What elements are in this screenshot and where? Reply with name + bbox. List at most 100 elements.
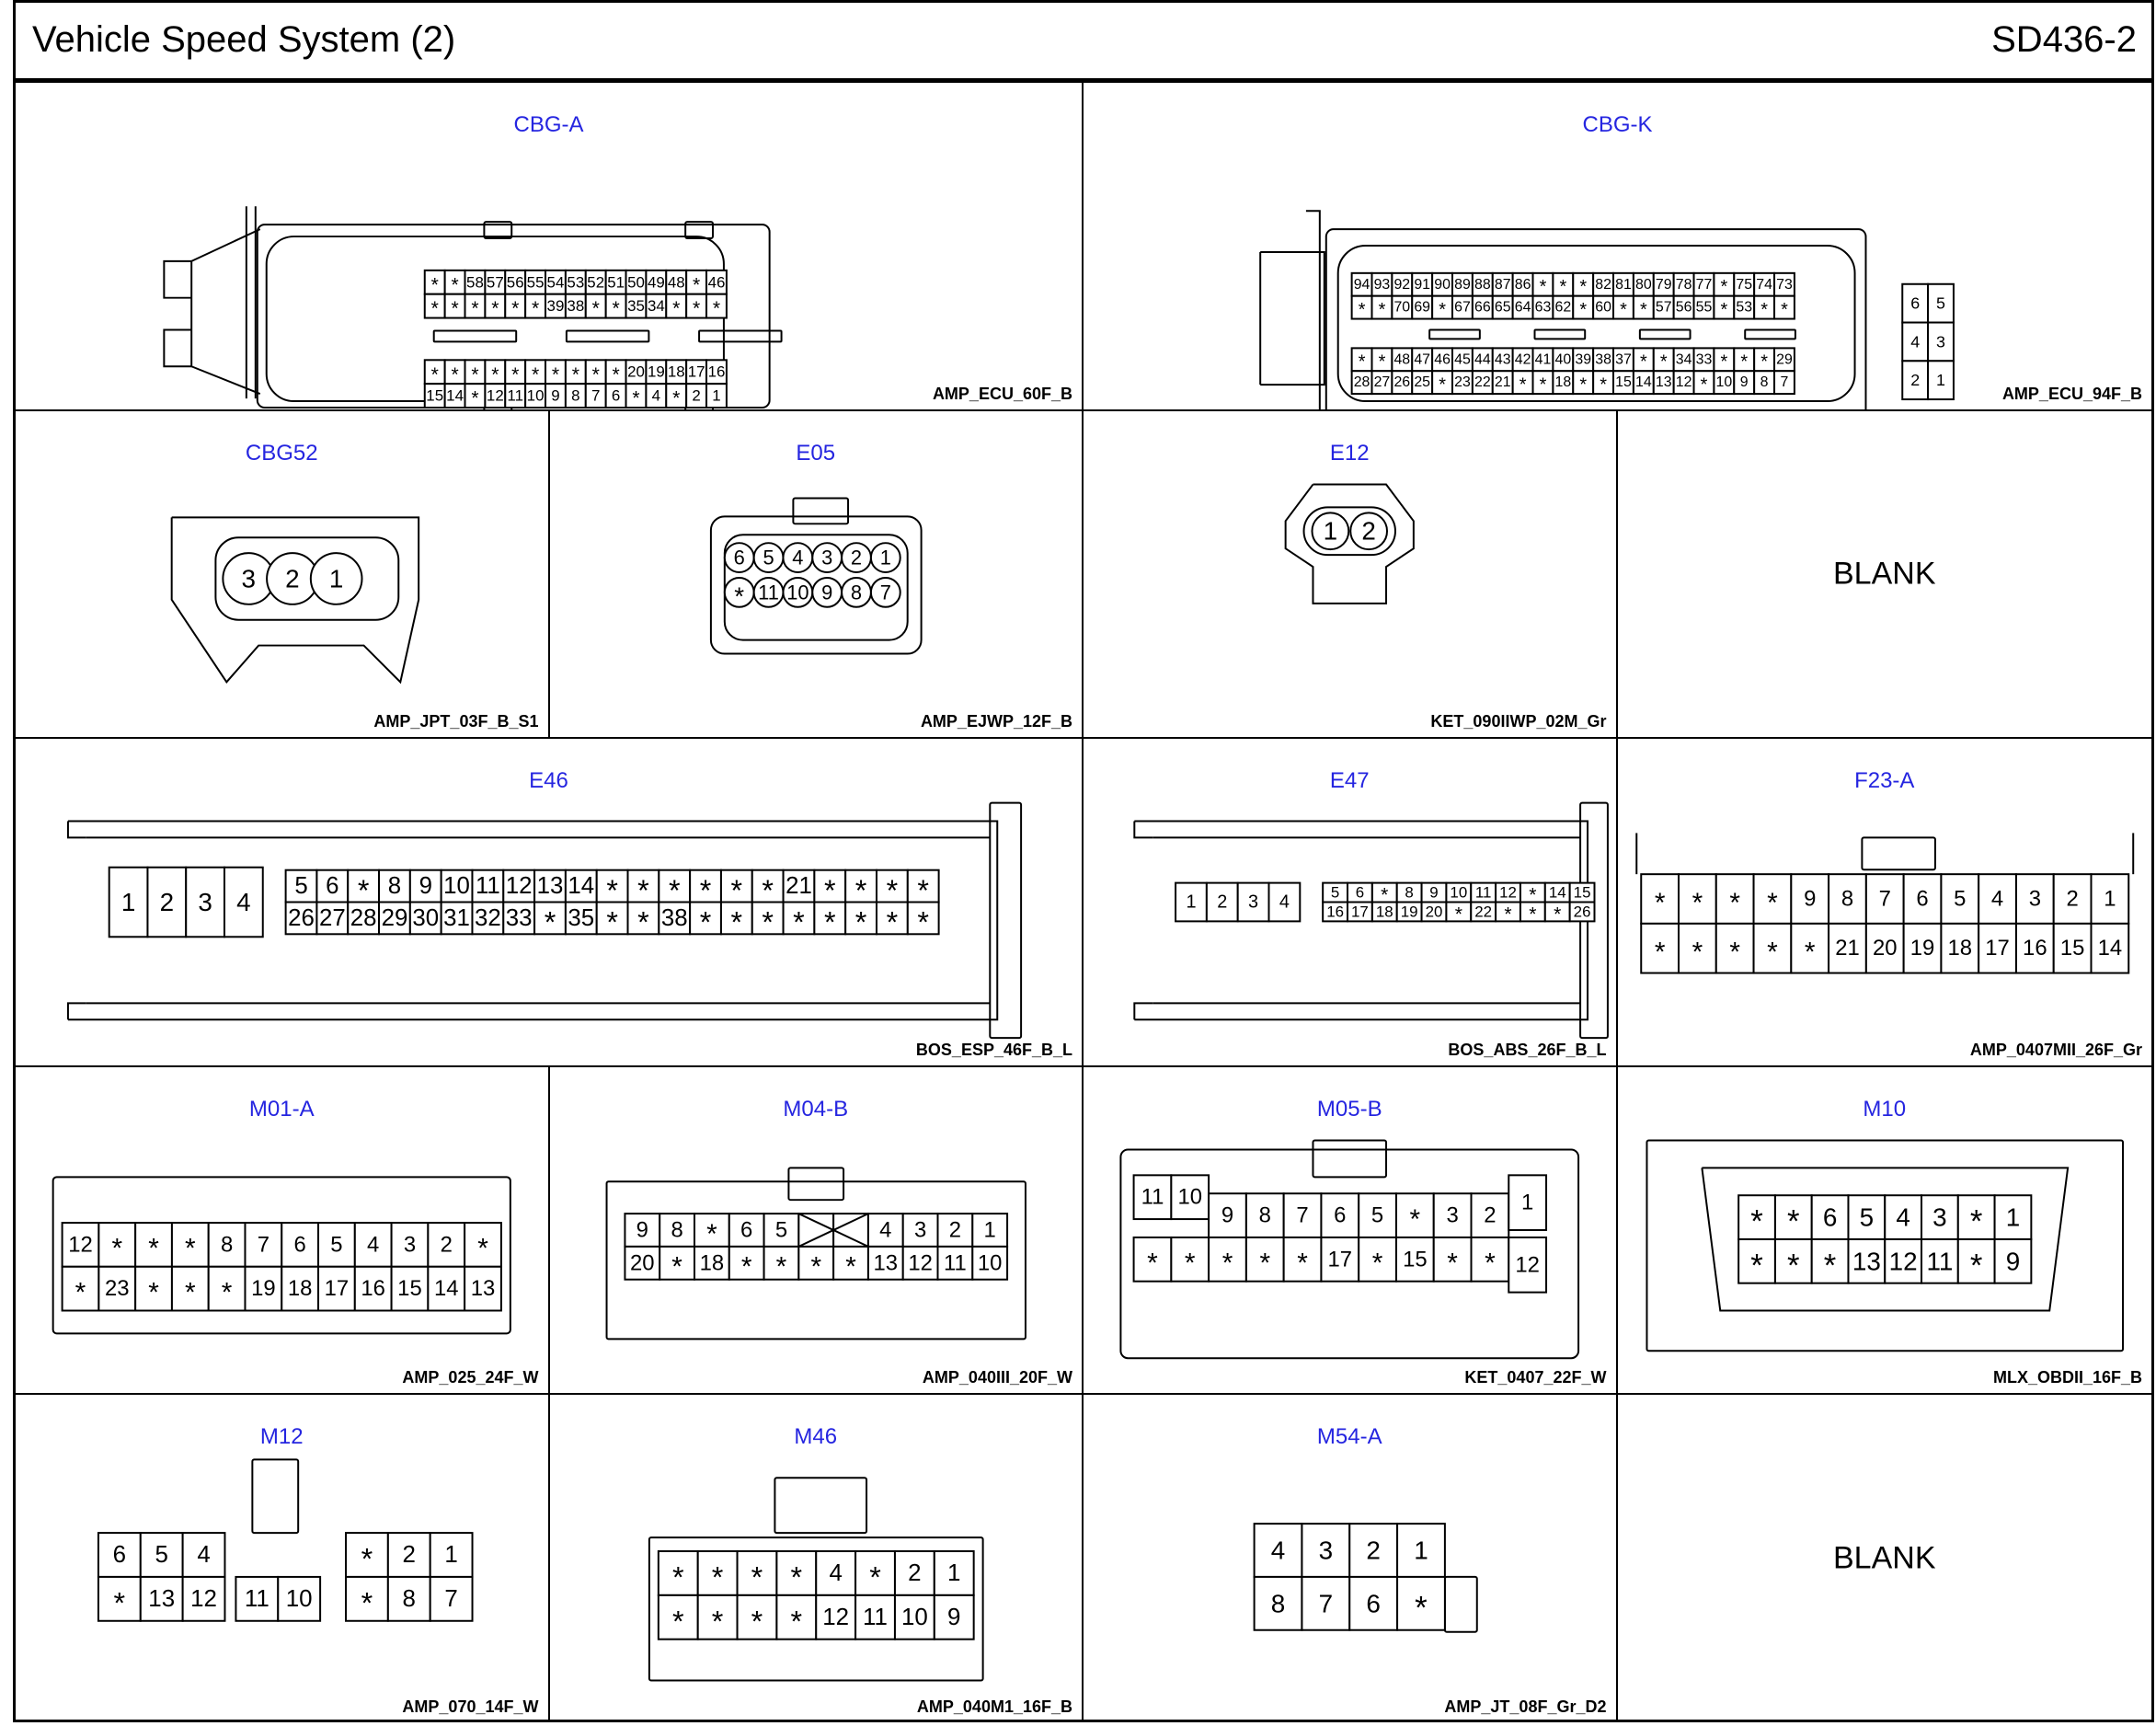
pin-label: 11: [1926, 1247, 1953, 1275]
pin-label: 15: [1574, 884, 1591, 902]
pin-label: 12: [1888, 1247, 1917, 1275]
outline: [170, 516, 420, 685]
pin-label: 11: [245, 1586, 270, 1612]
pin-label: 6: [1916, 887, 1928, 912]
page-title: Vehicle Speed System (2): [32, 19, 456, 60]
pin-label: 67: [1454, 300, 1471, 316]
pin-label: *: [148, 1234, 159, 1264]
pin-label: *: [361, 1543, 373, 1576]
pin-cell: [875, 869, 909, 903]
pin-label: *: [793, 906, 805, 939]
part-number: BOS_ABS_26F_B_L: [1448, 1041, 1607, 1059]
part-number: AMP_ECU_60F_B: [932, 385, 1072, 403]
part-number: AMP_JPT_03F_B_S1: [373, 712, 539, 731]
pin-label: 8: [1760, 374, 1769, 390]
pin-label: 29: [382, 905, 408, 931]
pin-cell: [719, 869, 753, 903]
pin-label: 13: [471, 1276, 496, 1301]
pin-label: *: [1415, 1590, 1428, 1626]
pin-label: 55: [1696, 300, 1713, 316]
connector-name: E46: [529, 768, 568, 793]
pin-label: 8: [671, 1218, 682, 1243]
pin-label: 18: [1376, 903, 1393, 920]
pin-label: 7: [1296, 1203, 1308, 1228]
pin-cell: [378, 869, 411, 903]
pin-label: 2: [1366, 1536, 1381, 1565]
pin-cell: [936, 1213, 973, 1248]
part-number: AMP_0407MII_26F_Gr: [1969, 1041, 2142, 1059]
pin-label: 10: [1450, 884, 1467, 902]
pin-label: *: [1379, 352, 1386, 373]
pin-label: 19: [1401, 903, 1418, 920]
pin-cell: [813, 869, 847, 903]
pin-cell: [1394, 1236, 1435, 1283]
pin-cell: [1432, 1192, 1473, 1238]
pin-label: *: [1787, 1204, 1800, 1240]
pin-label: 21: [1495, 374, 1511, 390]
pin-cell: [97, 1265, 137, 1312]
pin-cell: [1348, 1575, 1399, 1631]
pin-label: 9: [2005, 1247, 2019, 1275]
pin-label: 3: [1932, 1203, 1946, 1232]
pin-label: 8: [1405, 884, 1413, 902]
keyway: [1638, 328, 1692, 340]
pin-label: *: [810, 1252, 821, 1283]
pin-label: *: [731, 874, 743, 907]
pin-cell: [139, 1575, 184, 1622]
pin-label: 20: [630, 1250, 655, 1275]
pin-cell: [1253, 1575, 1303, 1631]
pin-label: *: [1372, 1248, 1383, 1279]
pin-label: *: [1540, 277, 1547, 297]
pin-label: 9: [1804, 887, 1816, 912]
pin-cell: [2089, 873, 2129, 925]
connector-name: M10: [1863, 1097, 1907, 1122]
pin-label: *: [917, 874, 929, 907]
pin-label: 11: [476, 873, 500, 899]
pin-label: 90: [1434, 277, 1451, 293]
pin-cell: [854, 1550, 896, 1596]
pin-label: 22: [1474, 903, 1492, 920]
connector-name: M12: [259, 1424, 304, 1449]
pin-label: 13: [1852, 1247, 1880, 1275]
connector-name: CBG52: [245, 441, 318, 466]
latch: [251, 1458, 300, 1535]
pin-cell: [353, 1265, 393, 1312]
pin-cell: [782, 901, 816, 936]
latch: [1443, 1575, 1478, 1633]
pin-label: *: [1969, 1204, 1982, 1240]
pin-label: *: [1447, 1248, 1458, 1279]
pin-label: 35: [568, 905, 594, 931]
pin-label: 8: [1841, 887, 1852, 912]
pin-cell: [1208, 1236, 1247, 1283]
housing: [709, 515, 923, 655]
pin-label: 88: [1474, 277, 1491, 293]
pin-label: 42: [1515, 351, 1531, 367]
connector-name: E47: [1329, 768, 1370, 793]
pin-cell: [1267, 881, 1302, 923]
pin-label: 11: [944, 1250, 967, 1275]
pin-label: 12: [822, 1605, 849, 1630]
pin-label: 6: [1910, 294, 1920, 313]
pin-label: 10: [1177, 1185, 1202, 1210]
pin-label: 8: [850, 581, 861, 604]
pin-label: *: [592, 364, 600, 385]
pin-label: 11: [863, 1605, 888, 1630]
pin-label: 11: [1475, 884, 1492, 902]
pin-label: 29: [1776, 351, 1793, 367]
pin-label: *: [734, 581, 744, 610]
pin-label: 14: [568, 873, 594, 899]
pin-label: 25: [1414, 374, 1430, 390]
pin-cell: [869, 576, 901, 608]
pin-cell: [854, 1594, 896, 1640]
pin-label: 3: [1319, 1536, 1334, 1565]
pin-label: 9: [1429, 884, 1438, 902]
pin-label: 34: [1676, 351, 1692, 367]
pin-label: *: [775, 1252, 786, 1283]
pin-label: 14: [1549, 884, 1566, 902]
pin-label: 1: [1186, 892, 1196, 913]
